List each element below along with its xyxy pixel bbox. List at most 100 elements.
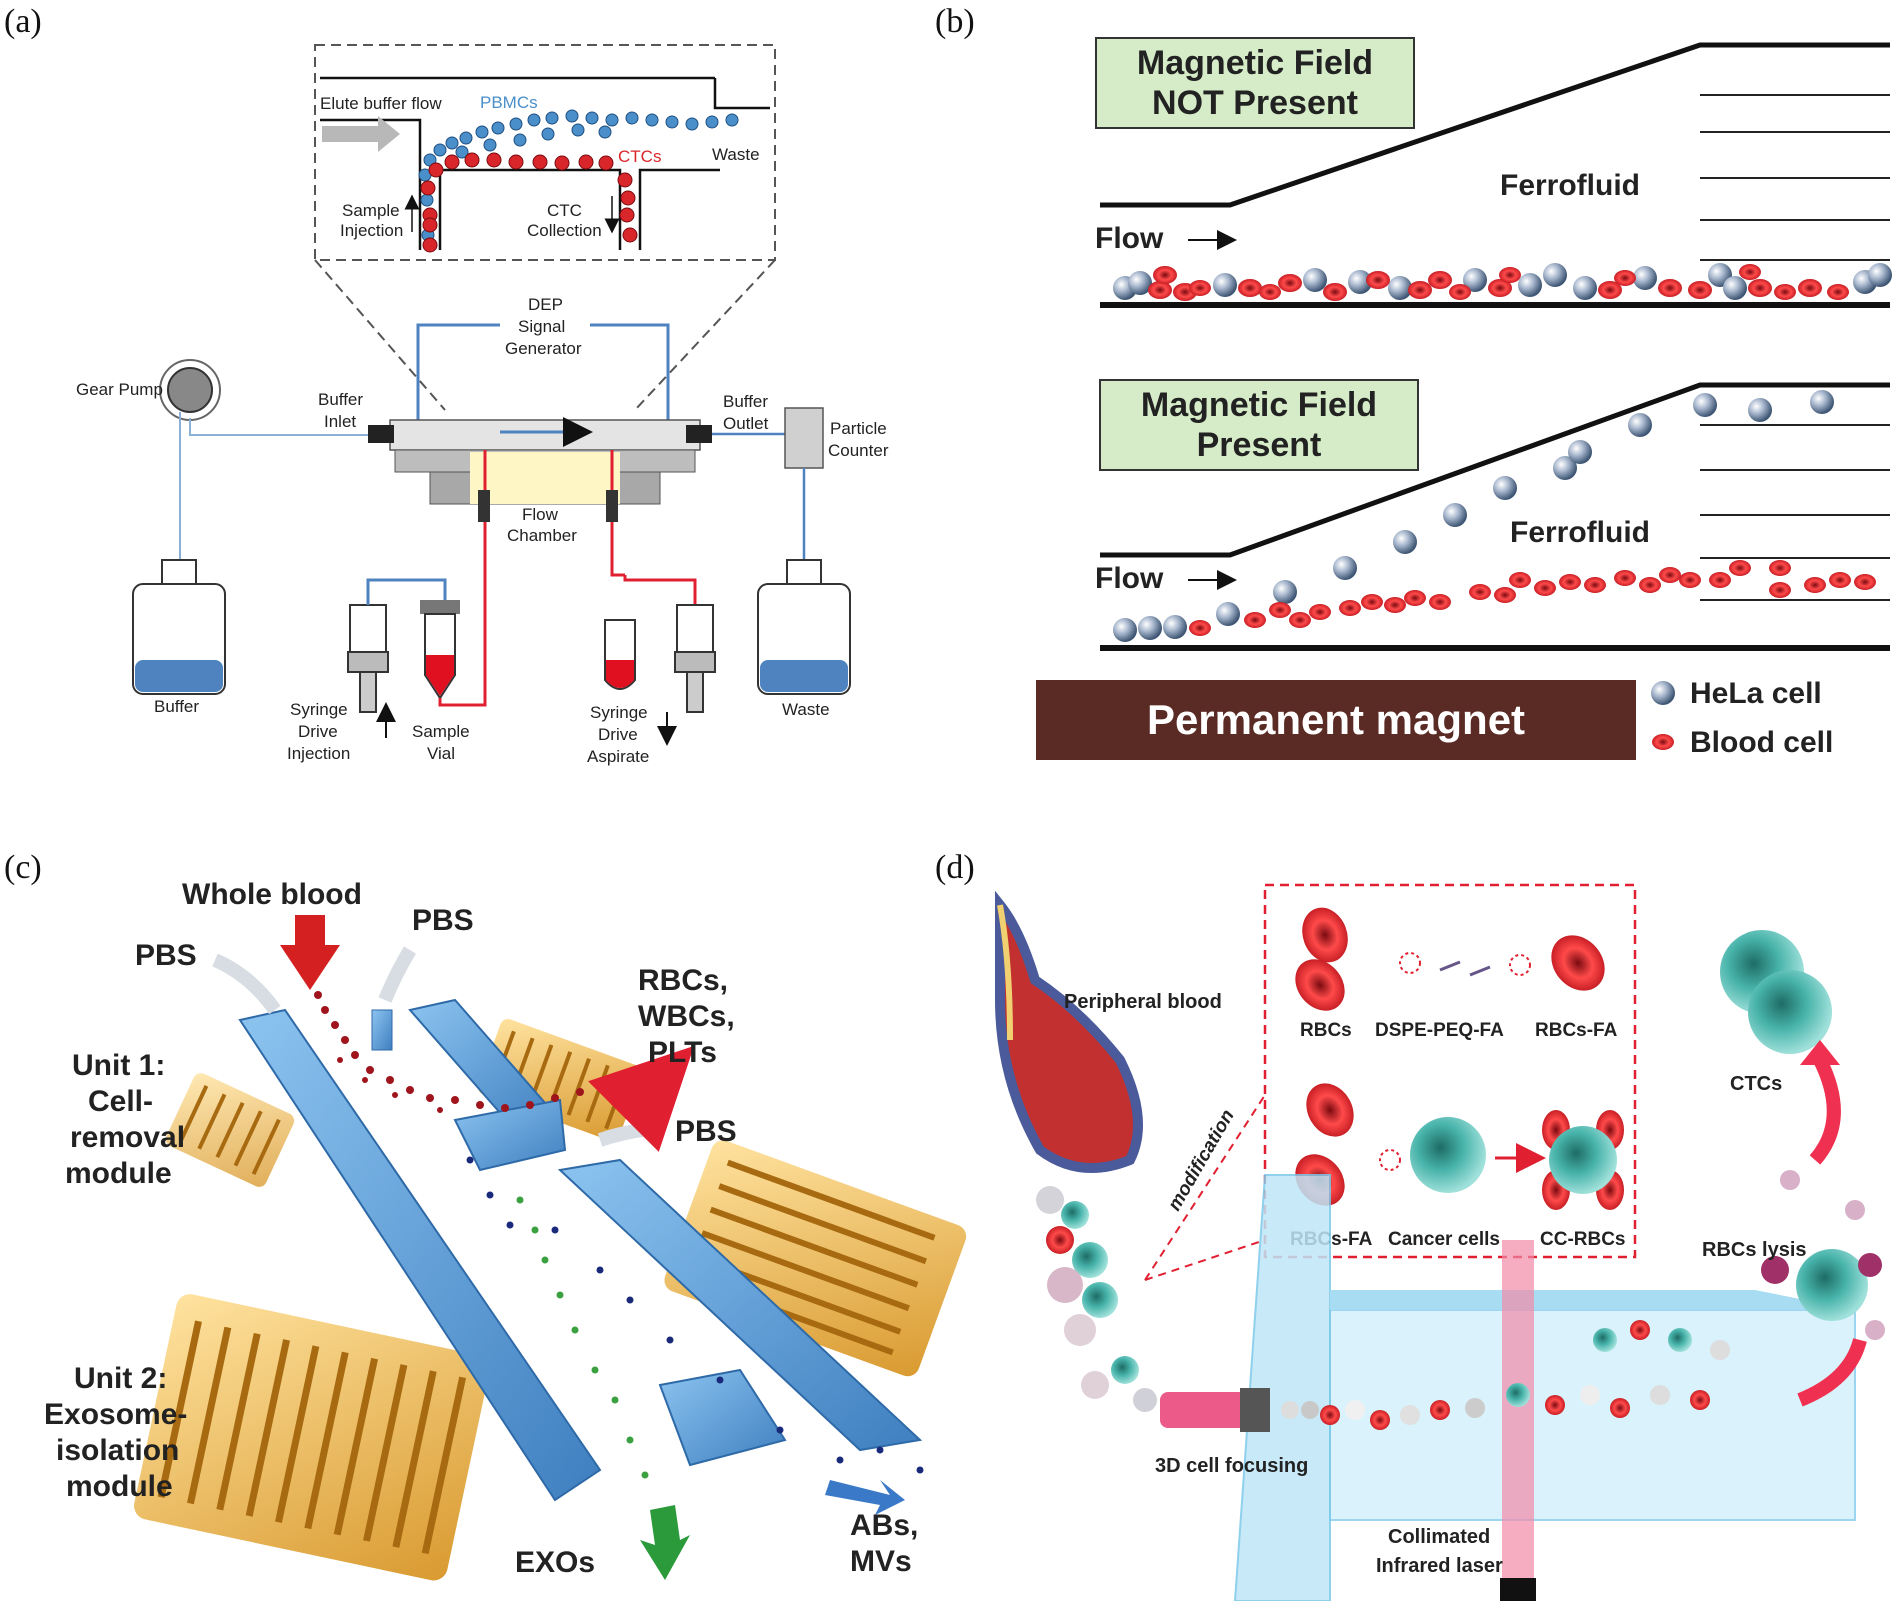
buffer-outlet-connector	[686, 425, 712, 443]
top-hela-cells	[1113, 263, 1892, 300]
legend-hela-label: HeLa cell	[1690, 677, 1822, 710]
inset-collection-label: Collection	[527, 221, 602, 240]
panel-c-label: (c)	[4, 849, 42, 886]
lysed-rbc-1	[1845, 1200, 1865, 1220]
particle-counter-label-2: Counter	[828, 441, 889, 460]
rbc-fa-top	[1551, 935, 1605, 991]
cc-rbcs-label: CC-RBCs	[1540, 1229, 1626, 1250]
pbs-right-label: PBS	[675, 1115, 737, 1148]
inset-sample-label: Sample	[342, 201, 400, 220]
aspirate-port	[606, 490, 618, 522]
divider-post	[371, 1009, 393, 1051]
dep-label-2: Signal	[518, 317, 565, 336]
syringe-aspirate-label-3: Aspirate	[587, 747, 649, 766]
inset-box	[314, 44, 776, 261]
pbs-top-label: PBS	[412, 904, 474, 937]
pbs-left-label: PBS	[135, 939, 197, 972]
no-field-box	[1095, 37, 1415, 129]
field-line-2: Present	[1197, 426, 1322, 464]
legend-hela-icon	[1651, 681, 1675, 705]
sample-vial-label-2: Vial	[427, 744, 455, 763]
syringe-aspirate-label-2: Drive	[598, 725, 638, 744]
panel-d: (d) Peripheral blood modification RBCs	[935, 849, 1885, 1601]
aspirate-liquid	[606, 660, 634, 688]
gear-pump-icon	[167, 367, 213, 413]
laser-label-1: Collimated	[1388, 1526, 1490, 1548]
field-line-1: Magnetic Field	[1141, 386, 1377, 424]
dspe-chain-2	[1469, 965, 1491, 977]
bottom-channel-upper-wall	[1100, 382, 1890, 558]
syringe-aspirate	[674, 604, 716, 713]
up-arrow	[1809, 1056, 1841, 1165]
cancer-cells-label: Cancer cells	[1388, 1229, 1500, 1250]
top-ferrofluid-lines	[1700, 94, 1890, 261]
dspe-chain-1	[1439, 960, 1461, 972]
modification-label: modification	[1164, 1106, 1239, 1214]
bottom-blood-cells	[1189, 560, 1876, 636]
cc-rbcs-complex	[1542, 1110, 1624, 1210]
dep-label-1: DEP	[528, 295, 563, 314]
field-box	[1099, 379, 1419, 471]
whole-blood-arrow	[280, 915, 340, 990]
syringe-injection-label-2: Drive	[298, 722, 338, 741]
pbs-top-arrow	[378, 946, 417, 1003]
pbmc-particles	[418, 109, 739, 242]
syringe-injection	[347, 604, 389, 713]
laser-label-2: Infrared laser	[1376, 1555, 1503, 1577]
ctcs-inset-label: CTCs	[618, 147, 661, 166]
syringe-aspirate-label-1: Syringe	[590, 703, 648, 722]
sample-vial-liquid	[426, 655, 454, 696]
mod-line-1	[1144, 1094, 1266, 1281]
electrode-unit1	[165, 1073, 295, 1187]
unit1-line-4: module	[65, 1157, 172, 1190]
zoom-line-right	[634, 259, 776, 411]
unit2-line-1: Unit 2:	[74, 1362, 167, 1395]
dspe-molecule-3	[1379, 1149, 1401, 1171]
dep-label-bg	[500, 292, 590, 358]
inset-waste-label: Waste	[712, 145, 760, 164]
cancer-cell	[1410, 1117, 1486, 1193]
syringe-injection-label-1: Syringe	[290, 700, 348, 719]
lysed-rbc-5	[1865, 1320, 1885, 1340]
descending-cells	[1036, 1186, 1157, 1412]
elute-buffer-flow-label: Elute buffer flow	[320, 94, 442, 113]
rbcs-out-arrow	[588, 1045, 695, 1152]
channel-block	[658, 1368, 787, 1467]
lysed-rbc-4	[1858, 1253, 1882, 1277]
flow-chamber-lid	[389, 419, 701, 451]
exos-label: EXOs	[515, 1546, 595, 1579]
dspe-molecule-2	[1509, 954, 1531, 976]
wbcs-label: WBCs,	[638, 1000, 735, 1033]
whole-blood-label: Whole blood	[182, 878, 362, 911]
unit1-line-3: removal	[70, 1121, 185, 1154]
no-field-line-1: Magnetic Field	[1137, 44, 1373, 82]
unit2-line-2: Exosome-	[44, 1398, 187, 1431]
inset-injection-label: Injection	[340, 221, 403, 240]
buffer-inlet-connector	[368, 425, 394, 443]
inset-channel	[320, 76, 770, 250]
unit2-line-3: isolation	[56, 1434, 179, 1467]
zoom-line-left	[314, 259, 446, 411]
focusing-nozzle	[1160, 1392, 1260, 1428]
bottom-ferrofluid-lines	[1700, 424, 1890, 601]
dspe-molecule	[1399, 952, 1421, 974]
panel-c: (c)	[4, 849, 967, 1581]
top-flow-label: Flow	[1095, 222, 1164, 255]
sample-vial-label-1: Sample	[412, 722, 470, 741]
chip-vertical	[1233, 1174, 1331, 1601]
panel-a-label: (a)	[4, 3, 42, 40]
sample-port	[478, 490, 490, 522]
rbcs-fa-top-label: RBCs-FA	[1535, 1020, 1618, 1041]
dep-label-3: Generator	[505, 339, 582, 358]
unit2-line-4: module	[66, 1470, 173, 1503]
rbc-fa-1	[1306, 1083, 1354, 1137]
particle-counter	[784, 407, 824, 469]
top-ferrofluid-label: Ferrofluid	[1500, 169, 1640, 202]
waste-bottle-cap	[786, 559, 822, 585]
rbc-2	[1295, 959, 1345, 1011]
unit1-line-2: Cell-	[88, 1085, 153, 1118]
pbs-junction	[453, 1098, 567, 1172]
bottom-hela-cells	[1113, 390, 1834, 642]
inset-ctc-label: CTC	[547, 201, 582, 220]
